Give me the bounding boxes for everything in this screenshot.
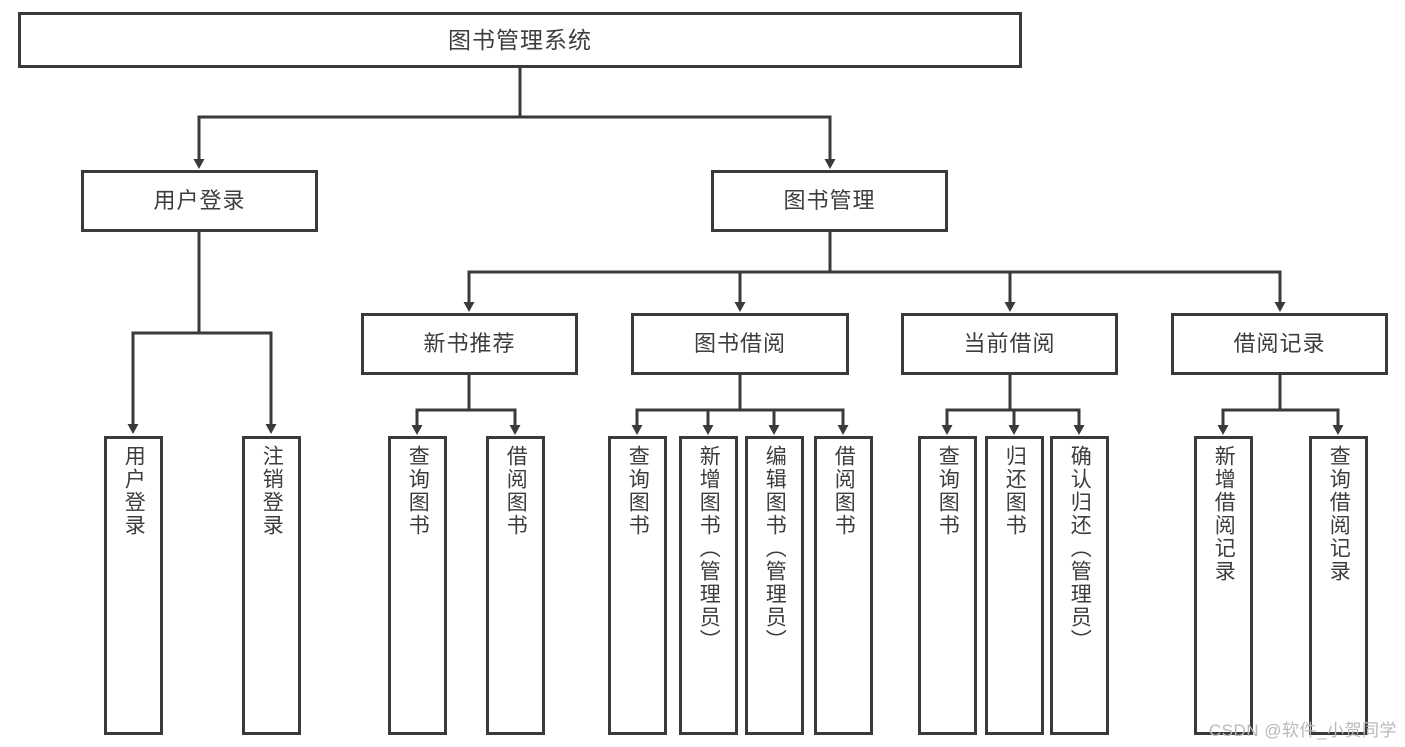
leaf-add-book[interactable]: 新增图书（管理员） <box>679 436 738 735</box>
node-user-login[interactable]: 用户登录 <box>81 170 318 232</box>
node-book-borrow[interactable]: 图书借阅 <box>631 313 849 375</box>
node-label: 新增图书（管理员） <box>697 445 721 652</box>
leaf-return-book[interactable]: 归还图书 <box>985 436 1044 735</box>
node-current-borrow[interactable]: 当前借阅 <box>901 313 1118 375</box>
leaf-query-book-3[interactable]: 查询图书 <box>918 436 977 735</box>
node-label: 注销登录 <box>260 445 284 537</box>
node-label: 借阅图书 <box>832 445 856 537</box>
leaf-borrow-book-1[interactable]: 借阅图书 <box>486 436 545 735</box>
node-label: 新书推荐 <box>423 331 516 357</box>
node-root-book-management-system[interactable]: 图书管理系统 <box>18 12 1022 68</box>
node-label: 用户登录 <box>153 188 246 214</box>
node-label: 图书借阅 <box>693 331 786 357</box>
leaf-query-borrow-record[interactable]: 查询借阅记录 <box>1309 436 1368 735</box>
node-label: 查询图书 <box>626 445 650 537</box>
node-borrow-record[interactable]: 借阅记录 <box>1171 313 1388 375</box>
leaf-user-login[interactable]: 用户登录 <box>104 436 163 735</box>
node-label: 当前借阅 <box>963 331 1056 357</box>
watermark: CSDN @软件_小贺同学 <box>1208 721 1397 740</box>
node-label: 借阅记录 <box>1233 331 1326 357</box>
leaf-logout[interactable]: 注销登录 <box>242 436 301 735</box>
node-label: 查询图书 <box>936 445 960 537</box>
node-label: 用户登录 <box>122 445 146 537</box>
leaf-edit-book[interactable]: 编辑图书（管理员） <box>745 436 804 735</box>
node-label: 图书管理 <box>783 188 876 214</box>
node-label: 新增借阅记录 <box>1212 445 1236 583</box>
node-new-book-recommendation[interactable]: 新书推荐 <box>361 313 578 375</box>
node-label: 确认归还（管理员） <box>1068 445 1092 652</box>
node-label: 图书管理系统 <box>448 26 592 53</box>
node-label: 编辑图书（管理员） <box>763 445 787 652</box>
node-book-management[interactable]: 图书管理 <box>711 170 948 232</box>
leaf-add-borrow-record[interactable]: 新增借阅记录 <box>1194 436 1253 735</box>
leaf-query-book-1[interactable]: 查询图书 <box>388 436 447 735</box>
node-label: 查询图书 <box>406 445 430 537</box>
leaf-query-book-2[interactable]: 查询图书 <box>608 436 667 735</box>
node-label: 查询借阅记录 <box>1327 445 1351 583</box>
node-label: 借阅图书 <box>504 445 528 537</box>
leaf-borrow-book-2[interactable]: 借阅图书 <box>814 436 873 735</box>
node-label: 归还图书 <box>1003 445 1027 537</box>
leaf-confirm-return[interactable]: 确认归还（管理员） <box>1050 436 1109 735</box>
